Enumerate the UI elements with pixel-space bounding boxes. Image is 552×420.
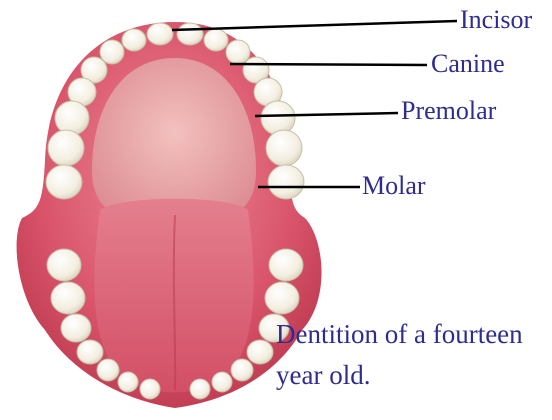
upper-incisor-right: [204, 29, 228, 51]
upper-molar-right: [268, 165, 304, 199]
upper-molar-left: [48, 130, 84, 166]
premolar-label: Premolar: [401, 97, 496, 125]
lower-incisor-left: [118, 372, 138, 392]
lower-molar-left: [51, 282, 85, 314]
upper-incisor-left: [122, 29, 146, 51]
lower-molar-right: [265, 282, 299, 314]
lower-premolar-right: [247, 340, 273, 364]
lower-molar-right: [269, 249, 303, 281]
lower-canine-right: [231, 359, 253, 381]
upper-molar-left: [55, 101, 89, 135]
caption-line-1: Dentition of a fourteen: [276, 315, 523, 353]
lower-incisor-right: [212, 372, 232, 392]
lower-canine-left: [97, 359, 119, 381]
molar-label: Molar: [362, 172, 426, 200]
canine-label: Canine: [431, 50, 505, 78]
caption-line-2: year old.: [276, 356, 370, 394]
lower-premolar-left: [61, 314, 91, 342]
upper-molar-right: [266, 130, 302, 166]
lower-premolar-left: [77, 340, 103, 364]
canine-leader-line: [230, 64, 427, 65]
upper-canine-right: [226, 40, 250, 64]
lower-molar-left: [47, 249, 81, 281]
lower-incisor-left: [140, 379, 160, 399]
incisor-leader-line: [172, 21, 457, 30]
lower-incisor-right: [190, 379, 210, 399]
upper-molar-left: [46, 165, 82, 199]
upper-incisor-left: [147, 23, 173, 45]
upper-molar-right: [261, 101, 295, 135]
incisor-label: Incisor: [460, 6, 532, 34]
upper-canine-left: [100, 40, 124, 64]
upper-incisor-right: [177, 23, 203, 45]
